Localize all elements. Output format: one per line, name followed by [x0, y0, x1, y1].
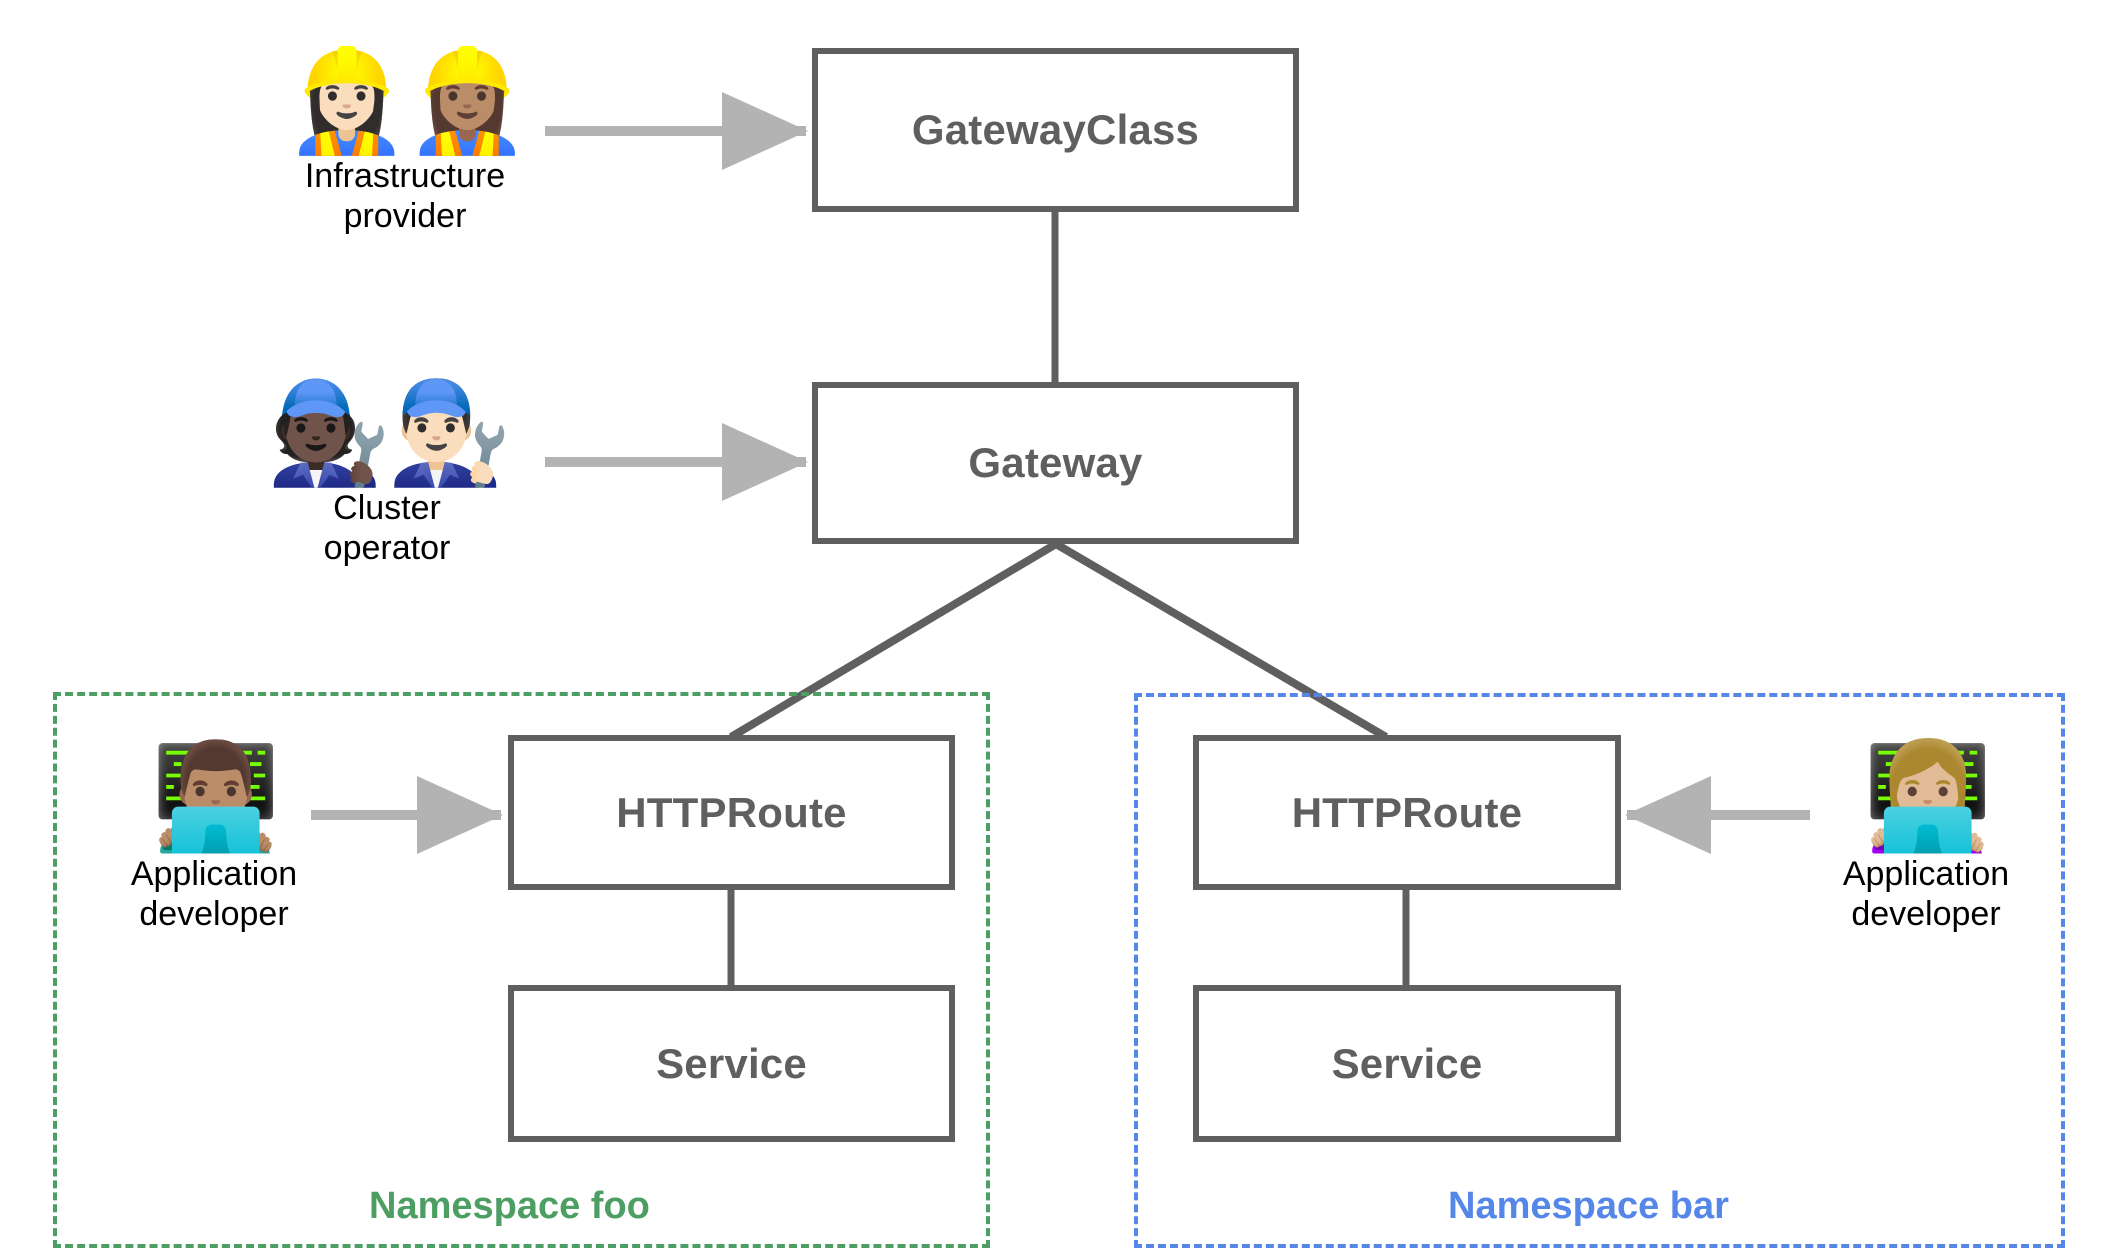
persona-infrastructure-provider: 👷🏻‍♀️👷🏽‍♀️ Infrastructure provider [280, 48, 530, 237]
httproute-foo-label: HTTPRoute [616, 788, 847, 836]
service-bar-label: Service [1331, 1039, 1483, 1087]
gateway-box[interactable]: Gateway [812, 382, 1299, 544]
namespace-bar-label: Namespace bar [1448, 1185, 1729, 1227]
httproute-bar-box[interactable]: HTTPRoute [1193, 735, 1621, 890]
service-foo-box[interactable]: Service [508, 985, 955, 1142]
httproute-bar-label: HTTPRoute [1291, 788, 1523, 836]
httproute-foo-box[interactable]: HTTPRoute [508, 735, 955, 890]
cluster-operator-label: Cluster operator [323, 489, 451, 567]
persona-application-developer-bar: 👩🏼‍💻 Application developer [1812, 735, 2040, 935]
man-technologist-icon: 👨🏽‍💻 [151, 735, 280, 857]
woman-construction-worker-icon: 👷🏻‍♀️👷🏽‍♀️ [284, 42, 529, 159]
application-developer-foo-label: Application developer [130, 855, 298, 933]
infrastructure-provider-label: Infrastructure provider [304, 157, 506, 235]
gateway-label: Gateway [968, 439, 1143, 486]
namespace-foo-frame [53, 692, 990, 1248]
persona-application-developer-foo: 👨🏽‍💻 Application developer [100, 735, 328, 935]
mechanic-icon: 🧑🏿‍🔧👨🏻‍🔧 [266, 374, 511, 491]
namespace-bar-frame [1134, 693, 2065, 1248]
persona-cluster-operator: 🧑🏿‍🔧👨🏻‍🔧 Cluster operator [262, 380, 512, 569]
namespace-foo-label: Namespace foo [369, 1185, 650, 1227]
gatewayclass-box[interactable]: GatewayClass [812, 48, 1299, 212]
service-foo-label: Service [656, 1039, 807, 1087]
service-bar-box[interactable]: Service [1193, 985, 1621, 1142]
woman-technologist-icon: 👩🏼‍💻 [1863, 735, 1992, 857]
application-developer-bar-label: Application developer [1842, 855, 2010, 933]
gatewayclass-label: GatewayClass [911, 106, 1200, 153]
